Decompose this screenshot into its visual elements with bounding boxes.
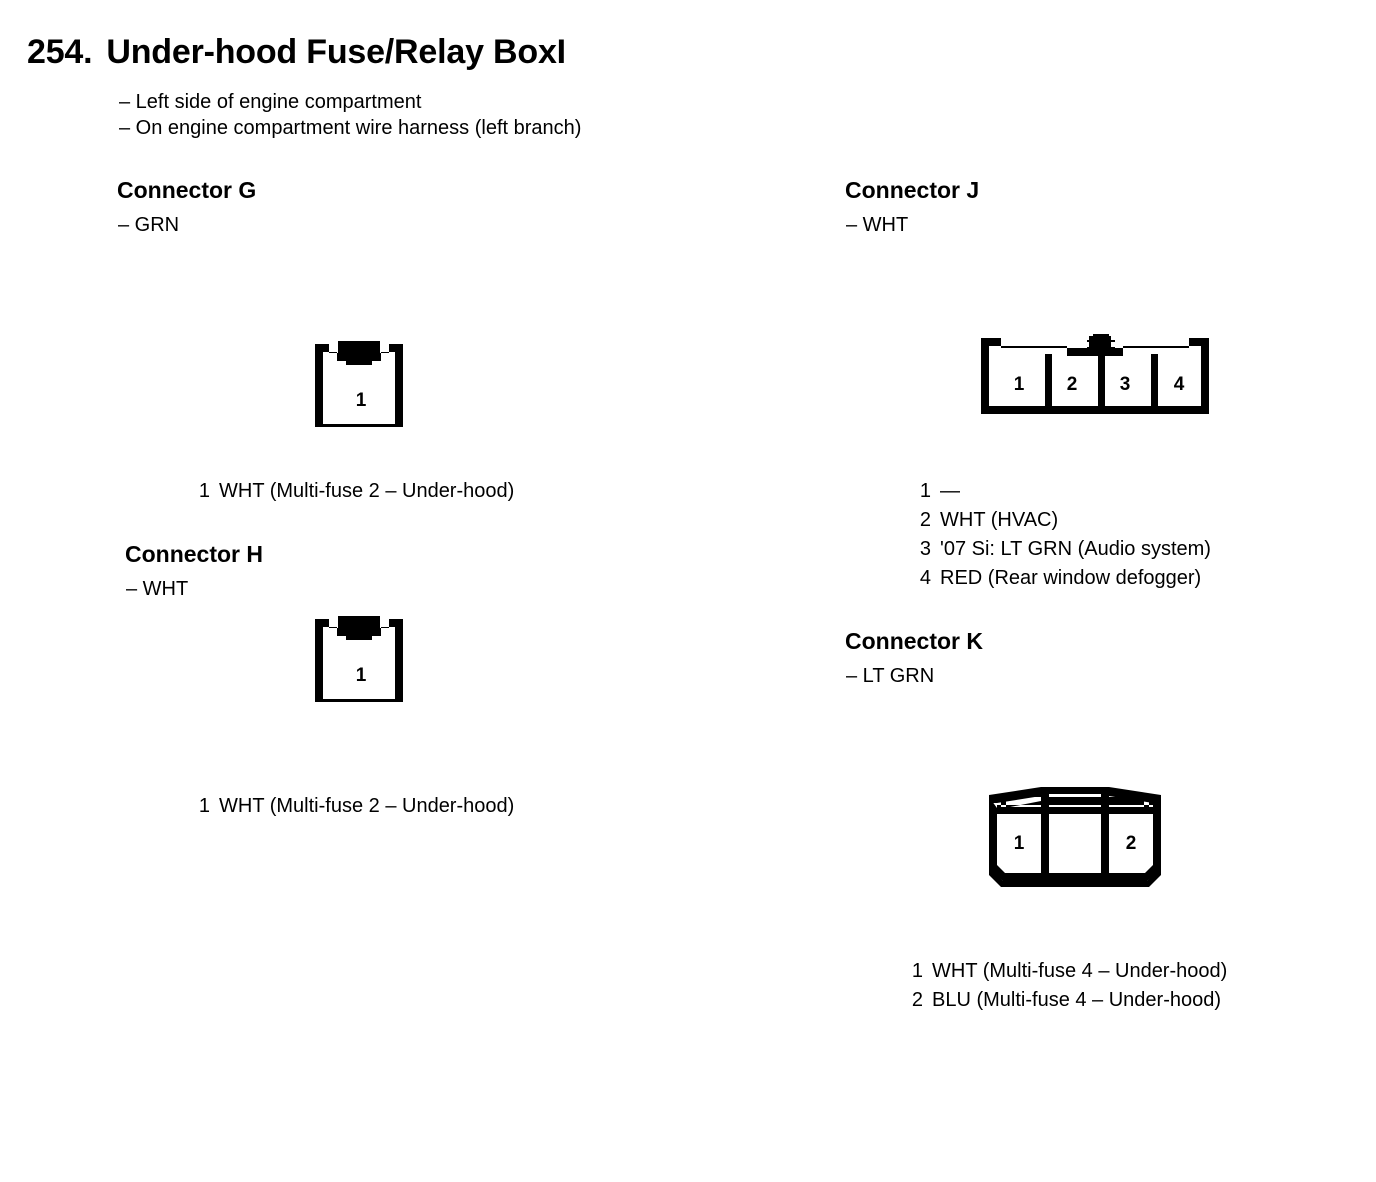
pin-number: 2 <box>911 989 923 1011</box>
connector-g-pinlist: 1 WHT (Multi-fuse 2 – Under-hood) <box>190 477 514 506</box>
connector-g-drawing: 1 <box>310 336 414 432</box>
page-number: 254. <box>27 33 93 71</box>
connector-k-title: Connector K <box>845 628 983 654</box>
pin-description: — <box>940 480 960 502</box>
page-title: 254. Under-hood Fuse/Relay BoxI <box>27 33 566 72</box>
connector-k-pinlist: 1 WHT (Multi-fuse 4 – Under-hood) 2 BLU (M… <box>903 957 1227 1015</box>
pin-number: 3 <box>919 538 931 560</box>
connector-j-drawing: 1 2 3 4 <box>975 328 1215 424</box>
pin-row: 4 RED (Rear window defogger) <box>911 564 1211 593</box>
connector-h-title: Connector H <box>125 541 263 567</box>
connector-j-title: Connector J <box>845 177 980 203</box>
pin-number: 1 <box>198 795 210 817</box>
connector-h-cavity-1: 1 <box>356 665 367 686</box>
pin-row: 2 WHT (HVAC) <box>911 506 1211 535</box>
connector-g-color: – GRN <box>118 214 180 236</box>
connector-k-drawing: 1 2 <box>983 783 1167 887</box>
page-title-text: Under-hood Fuse/Relay BoxI <box>106 33 566 71</box>
pin-number: 2 <box>919 509 931 531</box>
connector-g-cavity-1: 1 <box>356 390 367 411</box>
connector-h-pinlist: 1 WHT (Multi-fuse 2 – Under-hood) <box>190 792 514 821</box>
pin-description: '07 Si: LT GRN (Audio system) <box>940 538 1211 560</box>
pin-row: 2 BLU (Multi-fuse 4 – Under-hood) <box>903 986 1227 1015</box>
connector-h-drawing: 1 <box>310 611 414 707</box>
pin-row: 1 WHT (Multi-fuse 4 – Under-hood) <box>903 957 1227 986</box>
pin-description: WHT (HVAC) <box>940 509 1059 531</box>
header-note-1: – Left side of engine compartment <box>119 91 422 113</box>
pin-description: RED (Rear window defogger) <box>940 567 1202 589</box>
connector-j-cavity-2: 2 <box>1067 374 1078 395</box>
pin-row: 1 WHT (Multi-fuse 2 – Under-hood) <box>190 477 514 506</box>
connector-k-cavity-1: 1 <box>1014 833 1025 854</box>
pin-number: 4 <box>919 567 931 589</box>
pin-description: BLU (Multi-fuse 4 – Under-hood) <box>932 989 1222 1011</box>
connector-j-color: – WHT <box>846 214 909 236</box>
connector-h-color: – WHT <box>126 578 189 600</box>
connector-j-cavity-3: 3 <box>1120 374 1131 395</box>
header-note-2: – On engine compartment wire harness (le… <box>119 117 582 139</box>
pin-number: 1 <box>919 480 931 502</box>
pin-description: WHT (Multi-fuse 2 – Under-hood) <box>219 795 515 817</box>
connector-g-title: Connector G <box>117 177 257 203</box>
pin-row: 1 WHT (Multi-fuse 2 – Under-hood) <box>190 792 514 821</box>
pin-description: WHT (Multi-fuse 2 – Under-hood) <box>219 480 515 502</box>
pin-number: 1 <box>911 960 923 982</box>
pin-number: 1 <box>198 480 210 502</box>
connector-j-cavity-1: 1 <box>1014 374 1025 395</box>
pin-description: WHT (Multi-fuse 4 – Under-hood) <box>932 960 1228 982</box>
pin-row: 1— <box>911 477 1211 506</box>
connector-k-color: – LT GRN <box>846 665 935 687</box>
connector-k-cavity-2: 2 <box>1126 833 1137 854</box>
pin-row: 3 '07 Si: LT GRN (Audio system) <box>911 535 1211 564</box>
connector-j-cavity-4: 4 <box>1174 374 1185 395</box>
